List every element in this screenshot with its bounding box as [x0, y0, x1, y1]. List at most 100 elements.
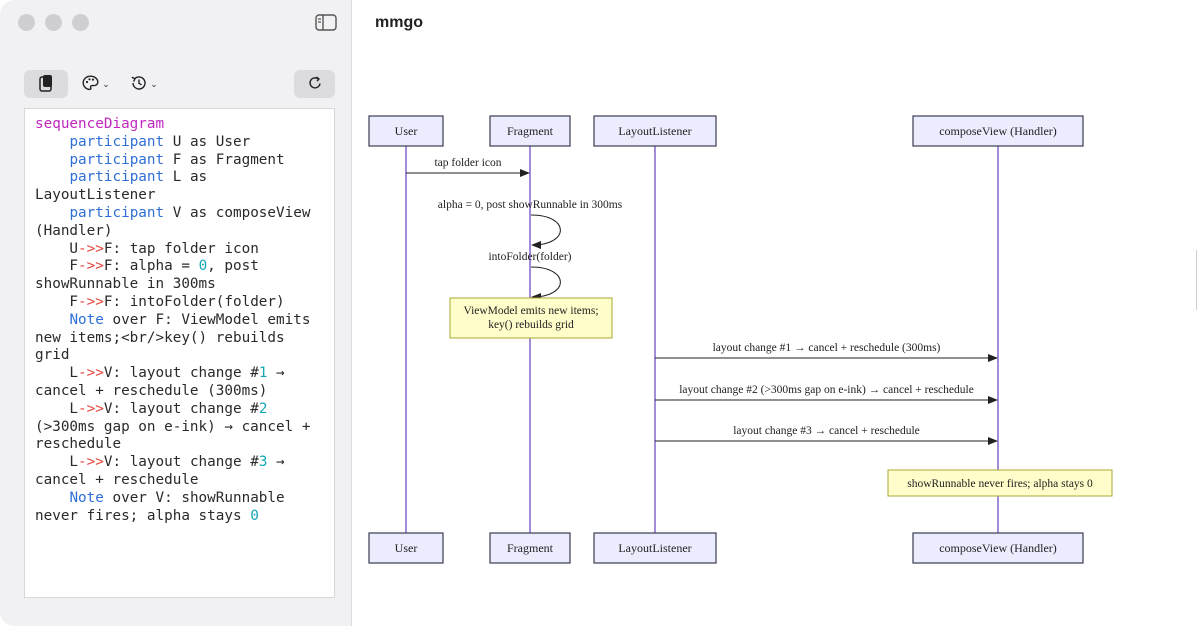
participant-label: Fragment — [507, 541, 554, 555]
code-token: L — [35, 454, 79, 471]
refresh-icon — [307, 75, 323, 94]
note-box — [449, 297, 613, 339]
participant-box — [593, 532, 717, 564]
code-line: participant F as Fragment — [35, 152, 324, 170]
message-label: layout change #3 → cancel + reschedule — [733, 425, 920, 437]
code-token: participant — [69, 169, 165, 186]
close-window-button[interactable] — [18, 14, 35, 31]
participant-label: composeView (Handler) — [939, 541, 1057, 555]
message-label: layout change #1 → cancel + reschedule (… — [713, 342, 941, 354]
code-line: sequenceDiagram — [35, 116, 324, 134]
code-token: F as Fragment — [164, 151, 285, 168]
code-line: L->>V: layout change #1 → — [35, 365, 324, 383]
code-line: new items;<br/>key() rebuilds — [35, 330, 324, 348]
code-token: cancel + reschedule — [35, 471, 199, 488]
code-line: (Handler) — [35, 223, 324, 241]
code-token: showRunnable in 300ms — [35, 276, 216, 293]
code-token: sequenceDiagram — [35, 116, 165, 132]
message-label: tap folder icon — [434, 157, 501, 169]
participant-label: Fragment — [507, 124, 554, 138]
participant-label: composeView (Handler) — [939, 124, 1057, 138]
code-token: F: intoFolder(folder) — [103, 293, 285, 310]
participant-label: LayoutListener — [618, 541, 691, 555]
window-edge-divider — [1196, 250, 1200, 310]
code-line: Note over V: showRunnable — [35, 490, 324, 508]
participant-box — [368, 115, 444, 147]
code-line: LayoutListener — [35, 187, 324, 205]
window-controls — [18, 14, 89, 31]
code-line: participant V as composeView — [35, 205, 324, 223]
code-token: (Handler) — [35, 222, 113, 239]
sidebar-toggle-icon[interactable] — [314, 12, 338, 32]
code-token: F — [35, 258, 79, 275]
code-token: ->> — [78, 365, 104, 382]
copy-button[interactable] — [24, 70, 68, 98]
participant-box — [489, 115, 571, 147]
code-token — [35, 152, 69, 168]
code-token: 2 — [258, 400, 268, 417]
code-token: participant — [69, 204, 165, 221]
note-text: ViewModel emits new items; — [463, 305, 598, 317]
participant-label: User — [395, 541, 418, 555]
code-token: ->> — [78, 240, 104, 257]
code-token: 0 — [250, 507, 259, 524]
code-line: never fires; alpha stays 0 — [35, 508, 324, 526]
participant-box — [912, 532, 1084, 564]
code-token — [35, 312, 69, 328]
code-token: participant — [69, 133, 165, 150]
message-label: layout change #2 (>300ms gap on e-ink) →… — [679, 384, 974, 396]
code-token: over V: showRunnable — [103, 489, 285, 506]
code-line: U->>F: tap folder icon — [35, 241, 324, 259]
code-token: ->> — [78, 258, 104, 275]
code-token: U as User — [164, 133, 251, 150]
code-token: L as — [164, 169, 208, 186]
code-token — [35, 490, 69, 506]
history-icon — [130, 75, 147, 94]
code-token: ->> — [78, 400, 104, 417]
message-label: intoFolder(folder) — [488, 251, 571, 263]
participant-box — [489, 532, 571, 564]
code-line: L->>V: layout change #3 → — [35, 454, 324, 472]
code-token: V: layout change # — [103, 365, 259, 382]
sequence-diagram: UserUserFragmentFragmentLayoutListenerLa… — [368, 115, 1113, 564]
code-line: showRunnable in 300ms — [35, 276, 324, 294]
code-token — [35, 169, 69, 185]
code-token: 0 — [198, 258, 208, 275]
palette-icon — [82, 74, 99, 94]
code-token: U — [35, 240, 79, 257]
code-token: (>300ms gap on e-ink) → cancel + — [35, 418, 311, 435]
participant-box — [368, 532, 444, 564]
code-token: → — [267, 365, 285, 382]
code-token: LayoutListener — [35, 187, 156, 204]
minimize-window-button[interactable] — [45, 14, 62, 31]
code-line: cancel + reschedule (300ms) — [35, 383, 324, 401]
note-text: key() rebuilds grid — [488, 319, 574, 331]
note-text: showRunnable never fires; alpha stays 0 — [907, 478, 1093, 490]
editor-toolbar: ⌄ ⌄ — [24, 70, 335, 98]
code-line: reschedule — [35, 436, 324, 454]
code-token: participant — [69, 151, 165, 168]
page-title: mmgo — [375, 14, 423, 31]
refresh-button[interactable] — [294, 70, 335, 98]
code-token: F: tap folder icon — [103, 240, 259, 257]
code-token: Note — [69, 489, 104, 506]
code-editor[interactable]: sequenceDiagram participant U as User pa… — [24, 108, 335, 598]
code-line: grid — [35, 347, 324, 365]
code-line: (>300ms gap on e-ink) → cancel + — [35, 419, 324, 437]
code-line: F->>F: intoFolder(folder) — [35, 294, 324, 312]
code-token: reschedule — [35, 436, 122, 453]
zoom-window-button[interactable] — [72, 14, 89, 31]
code-line: Note over F: ViewModel emits — [35, 312, 324, 330]
chevron-down-icon: ⌄ — [102, 78, 110, 89]
code-token: V as composeView — [164, 204, 311, 221]
history-menu-button[interactable]: ⌄ — [126, 70, 162, 98]
code-token: , post — [207, 258, 259, 275]
code-token — [35, 134, 69, 150]
code-token: ->> — [78, 293, 104, 310]
code-token: new items;<br/>key() rebuilds — [35, 329, 285, 346]
code-token: 3 — [258, 454, 268, 471]
theme-menu-button[interactable]: ⌄ — [78, 70, 114, 98]
code-line: participant L as — [35, 169, 324, 187]
